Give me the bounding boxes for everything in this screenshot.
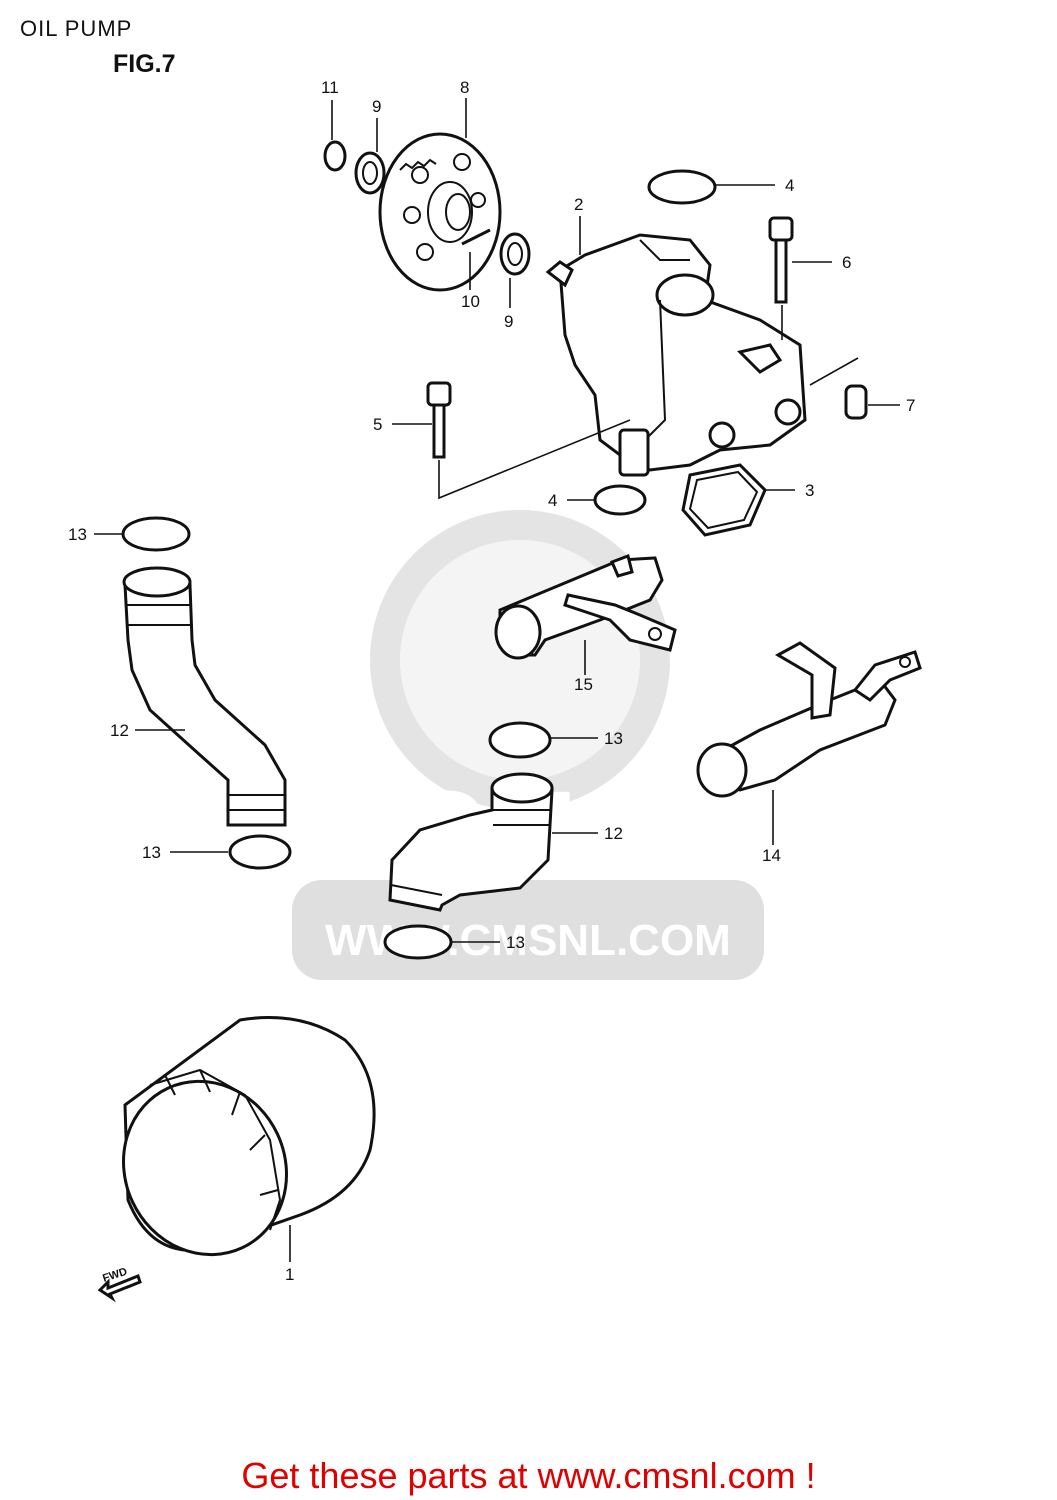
callout-6: 6 — [842, 253, 851, 272]
page-title: OIL PUMP — [20, 16, 133, 41]
part-2-oil-pump-body[interactable] — [545, 216, 807, 477]
callout-12-center: 12 — [604, 824, 623, 843]
part-13-o-ring-a[interactable] — [94, 516, 191, 552]
callout-9-top: 9 — [372, 97, 381, 116]
part-15-pipe-bracket[interactable] — [494, 554, 677, 675]
part-9-washer-lower[interactable] — [499, 232, 531, 308]
part-12-pipe-left[interactable] — [122, 566, 287, 827]
fwd-arrow-icon: FWD — [97, 1266, 142, 1303]
part-12-pipe-center[interactable] — [388, 772, 598, 912]
callout-13-b: 13 — [142, 843, 161, 862]
callout-4-top: 4 — [785, 176, 794, 195]
callout-5: 5 — [373, 415, 382, 434]
callout-1: 1 — [285, 1265, 294, 1284]
part-13-o-ring-d[interactable] — [383, 924, 500, 960]
callout-13-c: 13 — [604, 729, 623, 748]
figure-label: FIG.7 — [113, 50, 176, 78]
callout-8: 8 — [460, 78, 469, 97]
callout-9-lower: 9 — [504, 312, 513, 331]
callout-4-lower: 4 — [548, 491, 557, 510]
part-5-bolt[interactable] — [392, 381, 631, 500]
part-11-circlip[interactable] — [323, 100, 347, 172]
part-1-oil-filter[interactable] — [95, 1016, 376, 1282]
part-7-dowel-pin[interactable] — [809, 357, 900, 420]
part-3-gasket[interactable] — [681, 463, 795, 537]
exploded-parts-diagram: CMS WWW.CMSNL.COM — [68, 78, 922, 1303]
part-4-o-ring-lower[interactable] — [567, 484, 647, 516]
callout-2: 2 — [574, 195, 583, 214]
callout-3: 3 — [805, 481, 814, 500]
callout-12-left: 12 — [110, 721, 129, 740]
part-9-washer-top[interactable] — [354, 118, 386, 195]
part-8-pump-gear[interactable] — [378, 98, 502, 292]
part-6-bolt[interactable] — [768, 216, 832, 340]
callout-13-a: 13 — [68, 525, 87, 544]
part-4-o-ring-top[interactable] — [647, 169, 775, 205]
part-14-pipe-bracket[interactable] — [696, 641, 922, 845]
callout-10: 10 — [461, 292, 480, 311]
callout-14: 14 — [762, 846, 781, 865]
footer-link[interactable]: Get these parts at www.cmsnl.com ! — [241, 1455, 816, 1496]
callout-15: 15 — [574, 675, 593, 694]
part-10-pin[interactable] — [461, 228, 491, 290]
part-13-o-ring-c[interactable] — [488, 721, 598, 759]
part-13-o-ring-b[interactable] — [170, 834, 292, 870]
callout-7: 7 — [906, 396, 915, 415]
callout-11: 11 — [321, 78, 339, 97]
callout-13-d: 13 — [506, 933, 525, 952]
